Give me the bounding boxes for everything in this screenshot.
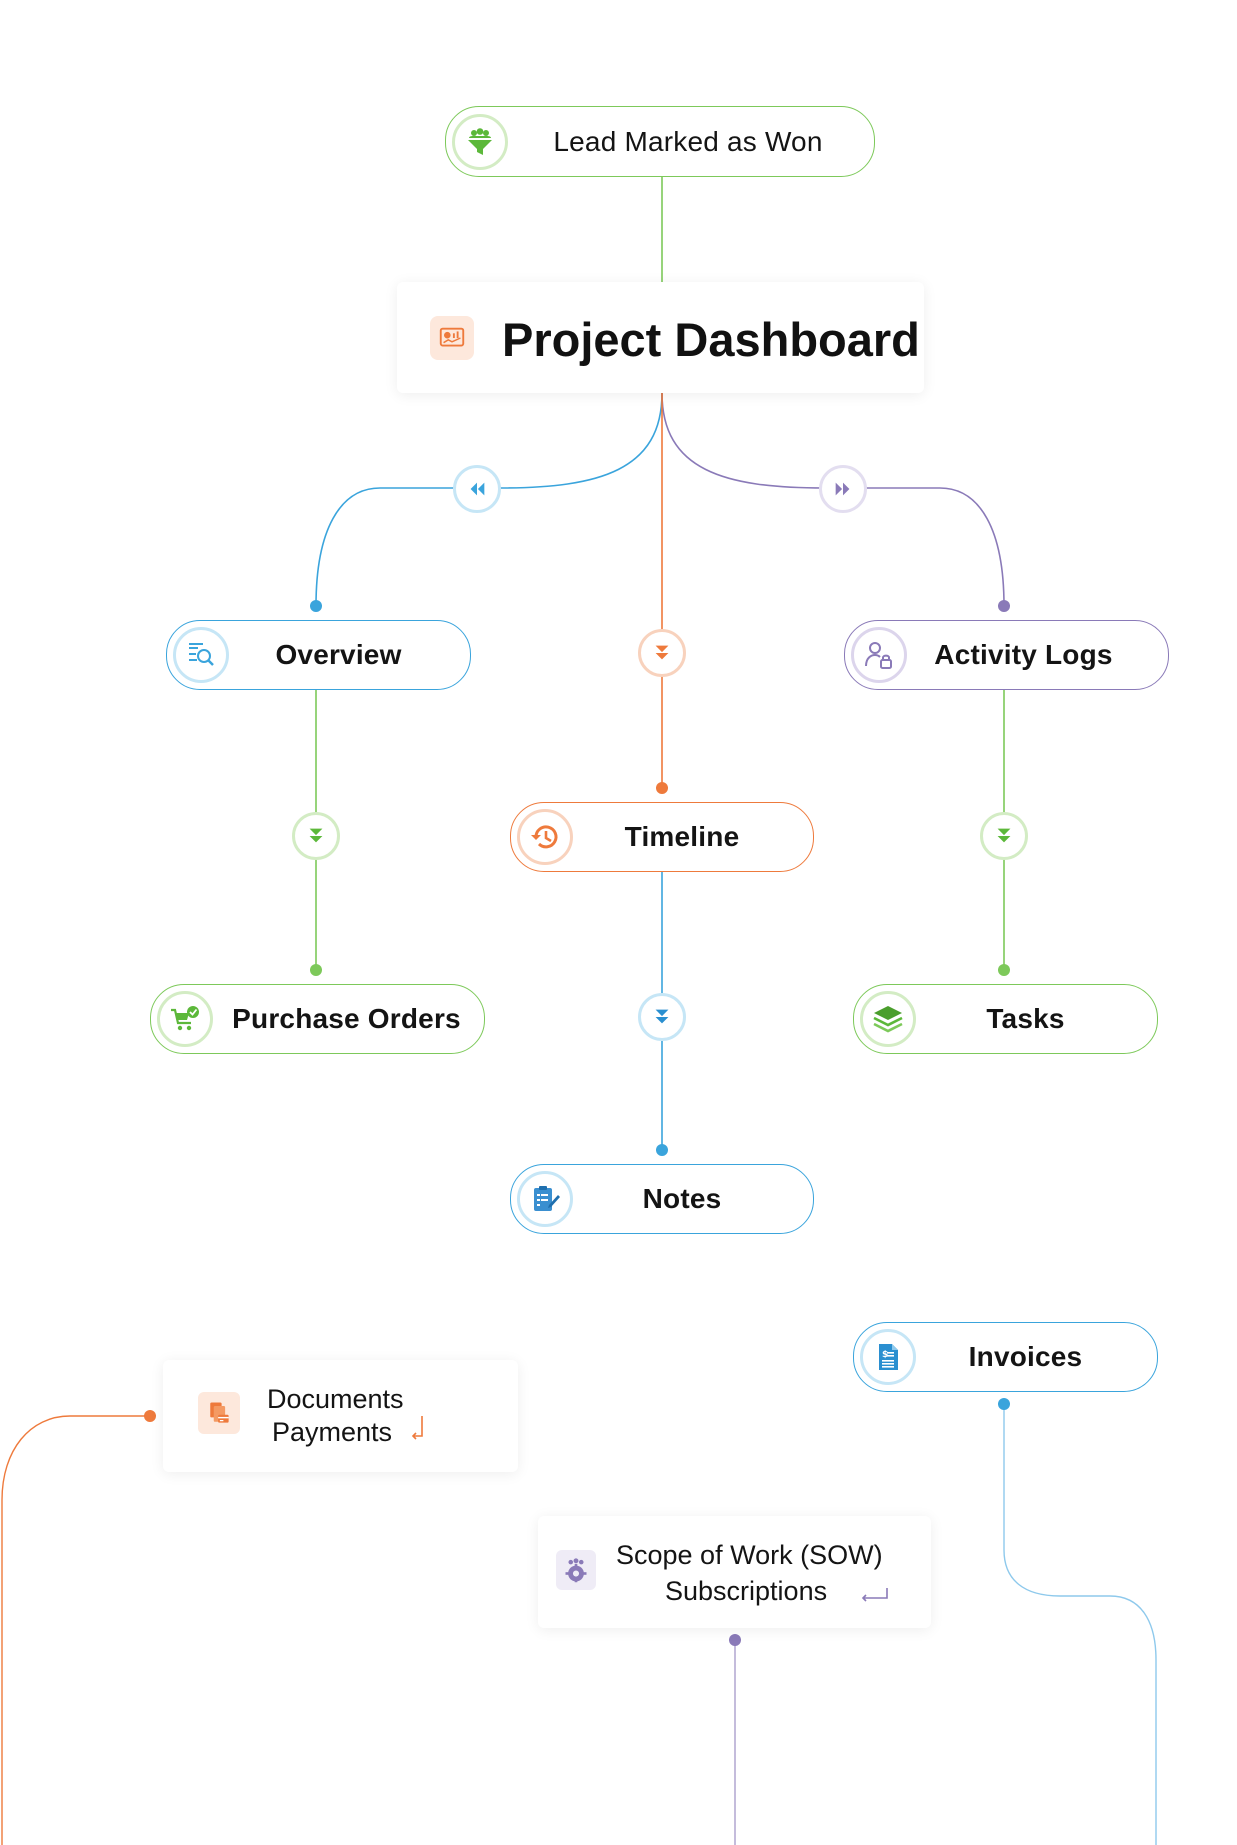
notes-label: Notes xyxy=(642,1183,722,1214)
dot-documents xyxy=(144,1410,156,1422)
double-chevron-left-icon xyxy=(470,482,485,496)
activity-arrow-node xyxy=(980,812,1028,860)
documents-payment-icon xyxy=(210,1402,229,1423)
sow-icon-wrap xyxy=(556,1550,596,1590)
user-lock-icon xyxy=(865,642,892,669)
cart-check-icon xyxy=(171,1006,199,1031)
activity-icon-wrap xyxy=(851,627,907,683)
dashboard-icon-wrap xyxy=(430,316,474,360)
overview-label: Overview xyxy=(275,639,402,670)
double-chevron-down-icon xyxy=(655,645,669,660)
dashboard-icon xyxy=(439,327,465,347)
team-gear-icon xyxy=(565,1558,587,1583)
invoices-icon-wrap: $ xyxy=(860,1329,916,1385)
node-purchase-orders[interactable]: Purchase Orders xyxy=(150,984,485,1054)
notes-icon-wrap xyxy=(517,1171,573,1227)
history-icon xyxy=(531,825,558,849)
dot-sow xyxy=(729,1634,741,1646)
users-funnel-icon xyxy=(468,127,492,155)
double-chevron-down-icon xyxy=(309,828,323,843)
double-chevron-down-icon xyxy=(997,828,1011,843)
purchase-icon-wrap xyxy=(157,991,213,1047)
double-chevron-right-icon xyxy=(835,482,850,496)
lead-icon-wrap xyxy=(452,113,508,170)
svg-text:$: $ xyxy=(882,1350,888,1360)
payments-label: Payments xyxy=(272,1417,393,1447)
dot-notes xyxy=(656,1144,668,1156)
left-branch-node xyxy=(453,465,501,513)
node-timeline[interactable]: Timeline xyxy=(510,802,814,872)
overview-icon-wrap xyxy=(173,627,229,683)
invoices-label: Invoices xyxy=(968,1341,1083,1372)
node-sow-subscriptions[interactable]: Scope of Work (SOW) Subscriptions xyxy=(538,1516,931,1628)
documents-label: Documents xyxy=(267,1384,404,1414)
tasks-icon-wrap xyxy=(860,991,916,1047)
node-activity-logs[interactable]: Activity Logs xyxy=(844,620,1169,690)
sow-label: Scope of Work (SOW) xyxy=(616,1540,883,1570)
layers-icon xyxy=(873,1006,903,1033)
documents-icon-wrap xyxy=(198,1392,240,1434)
dot-purchase xyxy=(310,964,322,976)
dot-overview xyxy=(310,600,322,612)
activity-label: Activity Logs xyxy=(934,639,1113,670)
node-documents-payments[interactable]: Documents Payments xyxy=(163,1360,518,1472)
project-dashboard-title: Project Dashboard xyxy=(502,313,920,366)
invoice-dollar-icon: $ xyxy=(879,1344,898,1370)
node-tasks[interactable]: Tasks xyxy=(853,984,1158,1054)
notes-arrow-node xyxy=(638,993,686,1041)
lead-label: Lead Marked as Won xyxy=(553,125,823,157)
return-arrow-icon xyxy=(861,1588,888,1602)
node-notes[interactable]: Notes xyxy=(510,1164,814,1234)
overview-arrow-node xyxy=(292,812,340,860)
node-project-dashboard[interactable] xyxy=(397,282,924,393)
tasks-label: Tasks xyxy=(986,1003,1065,1034)
notepad-pen-icon xyxy=(534,1186,560,1211)
dot-timeline xyxy=(656,782,668,794)
dot-activity xyxy=(998,600,1010,612)
connector-documents xyxy=(1,1415,150,1845)
timeline-label: Timeline xyxy=(624,821,740,852)
timeline-arrow-node xyxy=(638,629,686,677)
timeline-icon-wrap xyxy=(517,809,573,865)
node-lead-marked-as-won[interactable]: Lead Marked as Won xyxy=(445,106,875,177)
return-arrow-icon xyxy=(411,1416,423,1440)
right-branch-node xyxy=(819,465,867,513)
double-chevron-down-icon xyxy=(655,1009,669,1024)
purchase-label: Purchase Orders xyxy=(232,1003,461,1034)
node-invoices[interactable]: $ Invoices xyxy=(853,1322,1158,1392)
node-overview[interactable]: Overview xyxy=(166,620,471,690)
subscriptions-label: Subscriptions xyxy=(665,1576,828,1606)
search-list-icon xyxy=(189,643,214,666)
connector-invoices xyxy=(1003,1404,1157,1845)
dot-invoices xyxy=(998,1398,1010,1410)
dot-tasks xyxy=(998,964,1010,976)
